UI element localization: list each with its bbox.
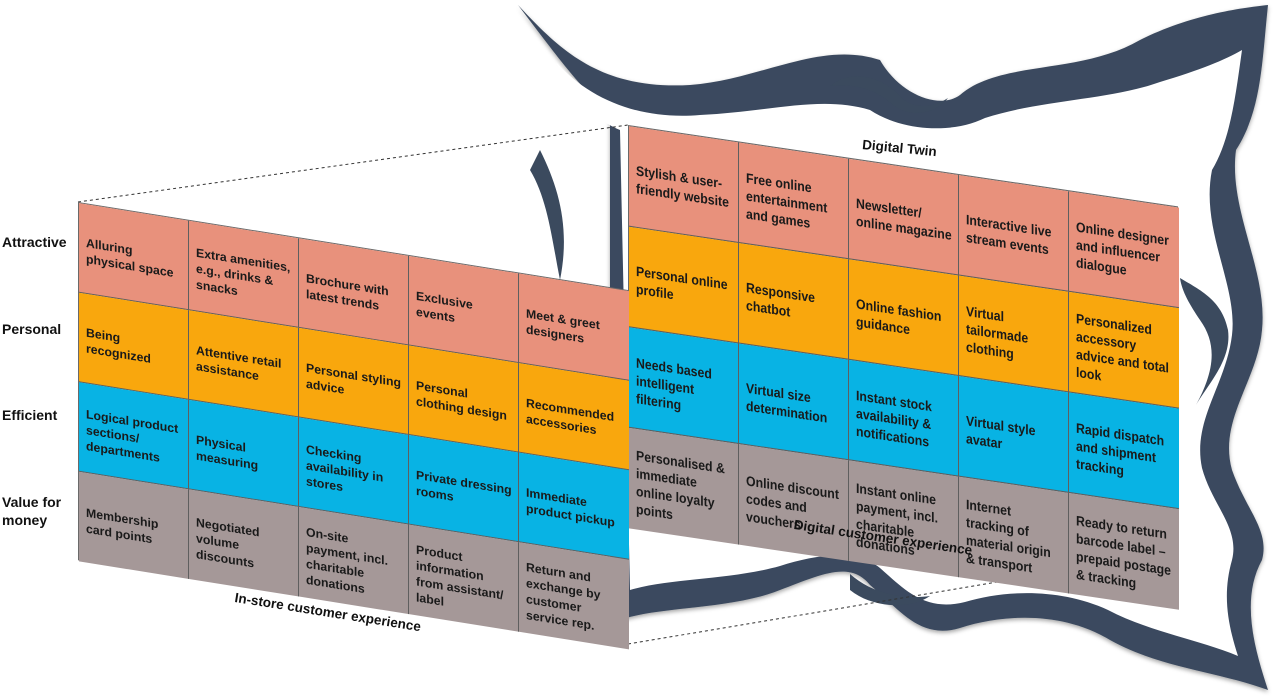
cell-text: Return and exchange by customer service …: [526, 559, 601, 633]
instore-cell-r3-c1: Logical product sections/ departments: [79, 382, 189, 490]
instore-cell-r3-c2: Physical measuring: [189, 399, 299, 508]
digital-cell-r2-c5: Personalized accessory advice and total …: [1069, 291, 1179, 409]
cell-text: Personal clothing design: [416, 378, 507, 423]
digital-cell-r3-c1: Needs based intelligent filtering: [629, 327, 739, 445]
digital-cell-r2-c2: Responsive chatbot: [739, 243, 849, 360]
digital-cell-r1-c1: Stylish & user-friendly website: [629, 126, 739, 244]
cell-text: Free online entertainment and games: [746, 170, 828, 232]
digital-cell-r2-c1: Personal online profile: [629, 226, 739, 344]
cell-text: Personal styling advice: [306, 360, 401, 397]
cell-text: Immediate product pickup: [526, 485, 615, 530]
instore-cell-r2-c4: Personal clothing design: [409, 345, 519, 453]
instore-cell-r4-c1: Membership card points: [79, 471, 189, 579]
cell-text: Meet & greet designers: [526, 306, 600, 346]
instore-cell-r2-c5: Recommended accessories: [519, 363, 629, 471]
instore-cell-r1-c1: Alluring physical space: [79, 203, 189, 311]
instore-cell-r2-c3: Personal styling advice: [299, 327, 409, 436]
digital-cell-r1-c5: Online designer and influencer dialogue: [1069, 191, 1179, 309]
cell-text: Private dressing rooms: [416, 468, 512, 504]
cell-text: Checking availability in stores: [306, 442, 384, 495]
instore-cell-r4-c5: Return and exchange by customer service …: [519, 542, 629, 650]
cell-text: Logical product sections/ departments: [86, 407, 179, 465]
cell-text: Product information from assistant/ labe…: [416, 542, 504, 609]
cell-text: Physical measuring: [196, 432, 259, 473]
cell-text: Internet tracking of material origin & t…: [966, 496, 1051, 576]
instore-cell-r1-c2: Extra amenities, e.g., drinks & snacks: [189, 220, 299, 328]
cell-text: Virtual size determination: [746, 380, 828, 426]
cell-text: Negotiated volume discounts: [196, 514, 260, 570]
digital-cell-r1-c3: Newsletter/ online magazine: [849, 158, 959, 276]
cell-text: Recommended accessories: [526, 396, 615, 438]
cell-text: Attentive retail assistance: [196, 343, 282, 384]
digital-cell-r4-c2: Online discount codes and vouchers: [739, 444, 849, 561]
instore-cell-r1-c3: Brochure with latest trends: [299, 238, 409, 346]
cell-text: Alluring physical space: [86, 236, 174, 280]
instore-cell-r1-c4: Exclusive events: [409, 255, 519, 364]
instore-cell-r3-c5: Immediate product pickup: [519, 452, 629, 560]
row-label-value-for-money: Value for money: [2, 494, 62, 528]
instore-cell-r3-c4: Private dressing rooms: [409, 435, 519, 543]
cell-text: On-site payment, incl. charitable donati…: [306, 524, 389, 596]
cell-text: Membership card points: [86, 505, 159, 546]
instore-cell-r4-c2: Negotiated volume discounts: [189, 489, 299, 597]
cell-text: Personalized accessory advice and total …: [1076, 310, 1169, 384]
cell-text: Virtual style avatar: [966, 412, 1036, 452]
cell-text: Responsive chatbot: [746, 279, 816, 320]
digital-cell-r4-c4: Internet tracking of material origin & t…: [959, 476, 1069, 594]
instore-cell-r4-c4: Product information from assistant/ labe…: [409, 524, 519, 632]
digital-cell-r4-c1: Personalised & immediate online loyalty …: [629, 427, 739, 545]
cell-text: Brochure with latest trends: [306, 271, 389, 313]
cell-text: Being recognized: [86, 325, 151, 366]
digital-cell-r3-c5: Rapid dispatch and shipment tracking: [1069, 392, 1179, 510]
cell-text: Interactive live stream events: [966, 211, 1052, 258]
instore-cell-r2-c1: Being recognized: [79, 292, 189, 400]
row-label-personal: Personal: [2, 321, 62, 337]
projection-line-top: [77, 124, 629, 203]
row-label-attractive: Attractive: [2, 234, 67, 250]
digital-cell-r3-c2: Virtual size determination: [739, 343, 849, 461]
cell-text: Rapid dispatch and shipment tracking: [1076, 420, 1165, 479]
cell-text: Personal online profile: [636, 263, 728, 303]
instore-cell-r2-c2: Attentive retail assistance: [189, 310, 299, 418]
cell-text: Exclusive events: [416, 288, 473, 325]
digital-cell-r3-c3: Instant stock availability & notificatio…: [849, 359, 959, 477]
cell-text: Newsletter/ online magazine: [856, 195, 952, 244]
digital-cell-r2-c4: Virtual tailormade clothing: [959, 275, 1069, 393]
cell-text: Virtual tailormade clothing: [966, 303, 1029, 362]
cell-text: Instant stock availability & notificatio…: [856, 387, 932, 450]
digital-cell-r4-c5: Ready to return barcode label – prepaid …: [1069, 492, 1179, 610]
cell-text: Stylish & user-friendly website: [636, 163, 729, 211]
cell-text: Ready to return barcode label – prepaid …: [1076, 512, 1171, 591]
cell-text: Needs based intelligent filtering: [636, 355, 712, 414]
digital-cell-r1-c4: Interactive live stream events: [959, 175, 1069, 292]
instore-cell-r1-c5: Meet & greet designers: [519, 273, 629, 381]
instore-cell-r3-c3: Checking availability in stores: [299, 417, 409, 525]
row-label-efficient: Efficient: [2, 407, 58, 423]
digital-cell-r1-c2: Free online entertainment and games: [739, 142, 849, 260]
digital-cell-r2-c3: Online fashion guidance: [849, 259, 959, 377]
instore-cell-r4-c3: On-site payment, incl. charitable donati…: [299, 507, 409, 615]
cell-text: Extra amenities, e.g., drinks & snacks: [196, 245, 291, 299]
cell-text: Online fashion guidance: [856, 296, 942, 338]
digital-cell-r3-c4: Virtual style avatar: [959, 376, 1069, 493]
digital-cell-r4-c3: Instant online payment, incl. charitable…: [849, 460, 959, 578]
cell-text: Personalised & immediate online loyalty …: [636, 447, 725, 523]
cell-text: Online designer and influencer dialogue: [1076, 219, 1169, 279]
